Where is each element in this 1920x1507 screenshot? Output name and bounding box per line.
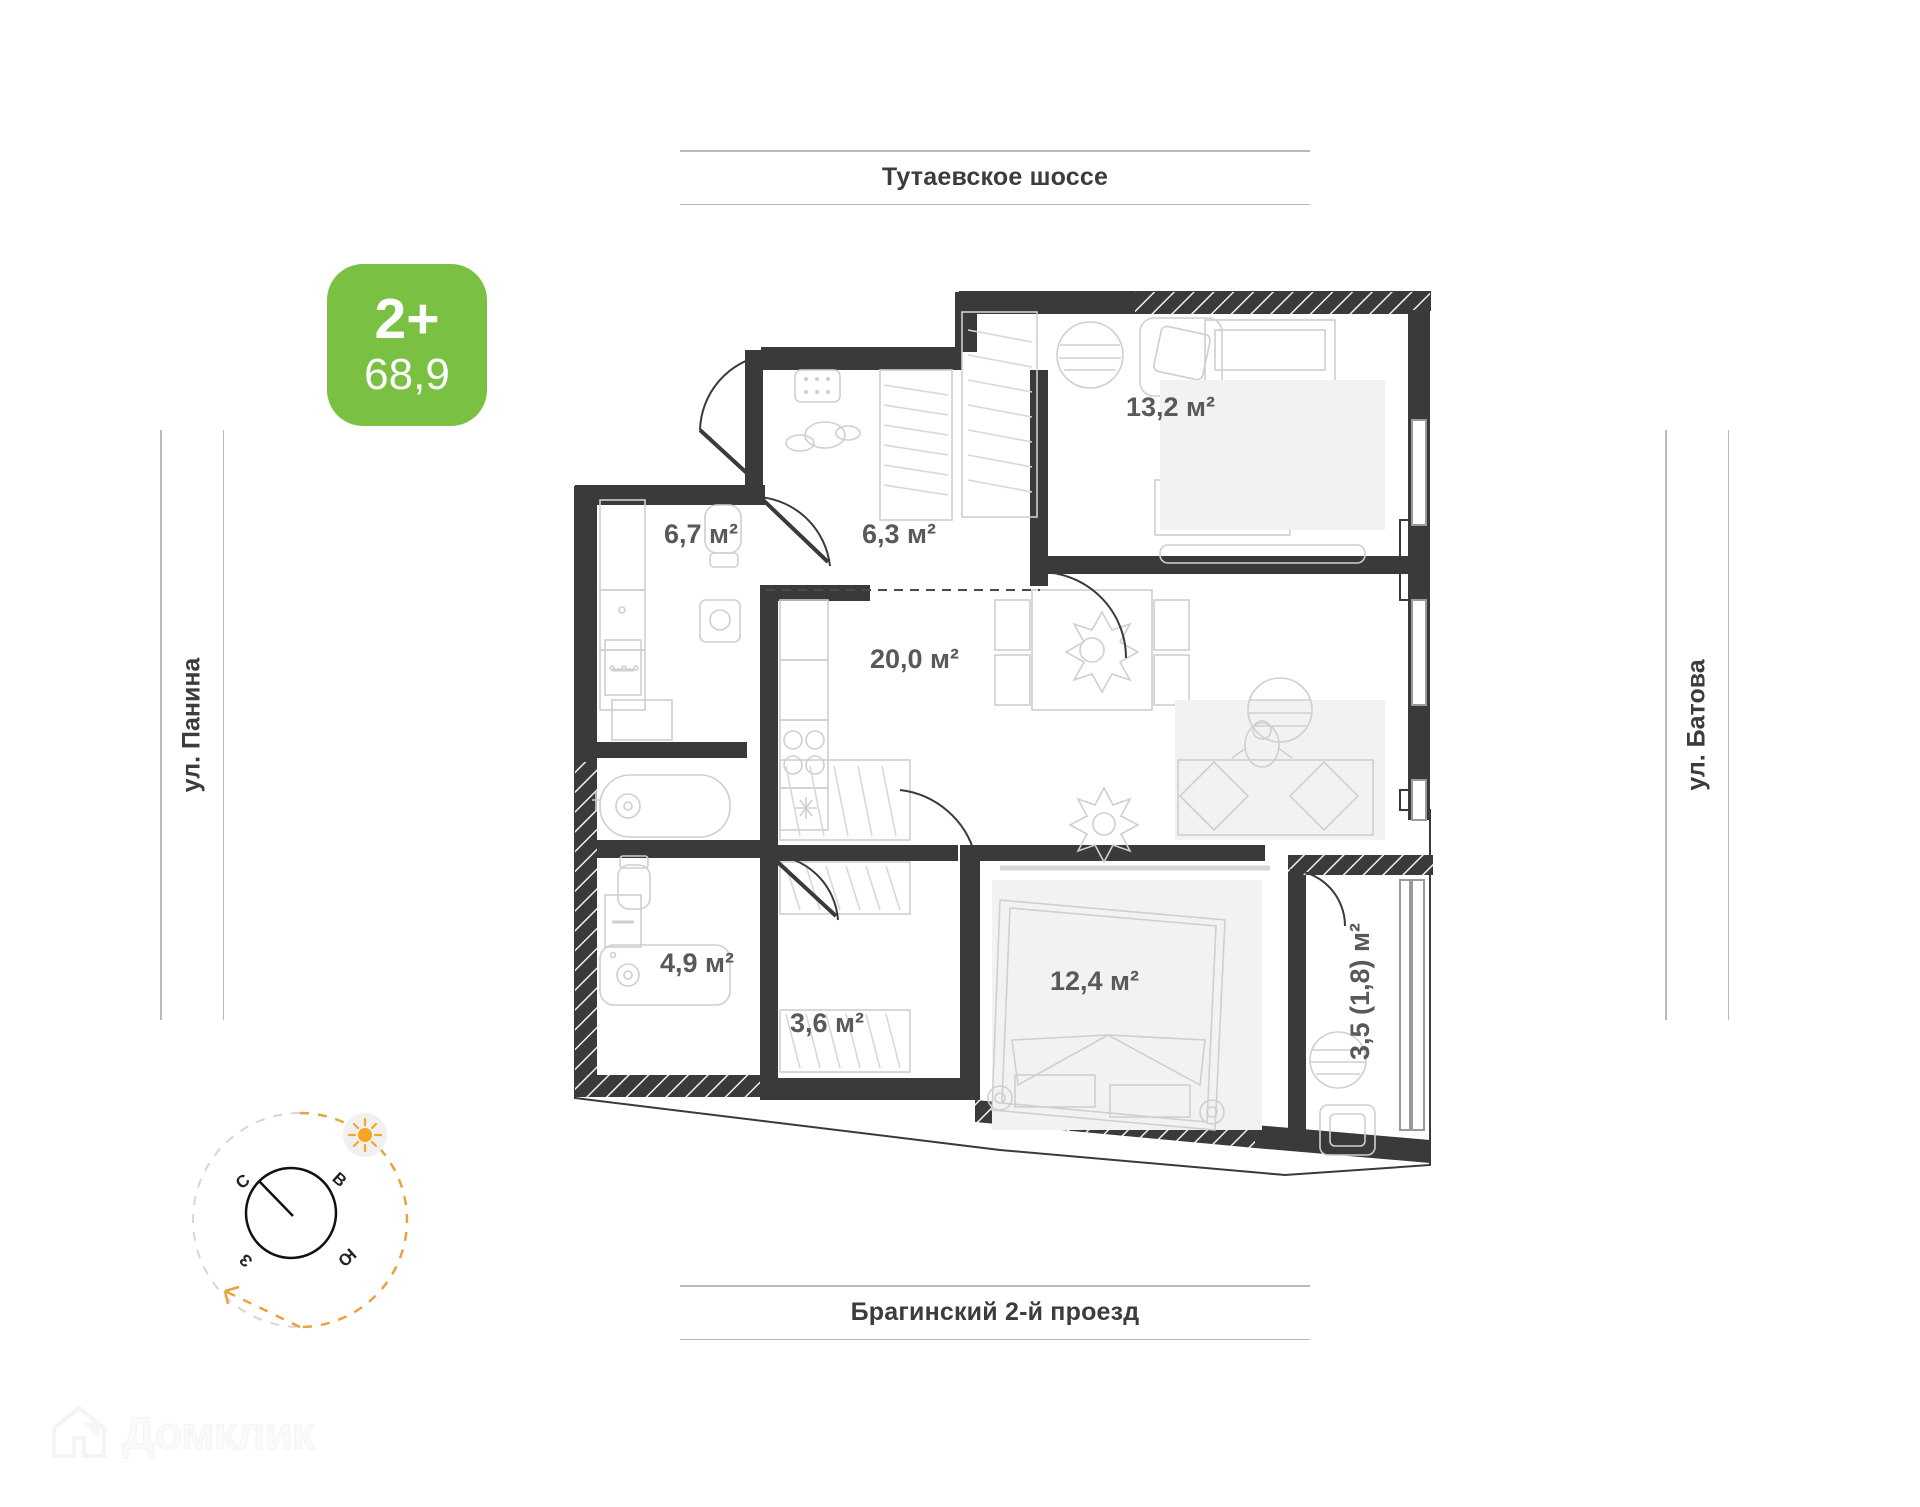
domclick-watermark: Домклик — [48, 1398, 418, 1468]
street-label-bottom: Брагинский 2-й проезд — [680, 1285, 1310, 1340]
vanity-left — [604, 639, 642, 948]
plan-doors — [698, 354, 1346, 927]
bathtub — [592, 774, 731, 838]
sofa-and-table — [1177, 677, 1374, 836]
compass-needle — [258, 1180, 294, 1217]
compass-arrow-head — [223, 1285, 240, 1305]
wardrobe-left-room — [599, 499, 673, 741]
shower-lower — [599, 944, 731, 1006]
street-rule-right-2 — [1727, 430, 1729, 1020]
street-name-top: Тутаевское шоссе — [881, 162, 1109, 191]
plan-windows — [1399, 419, 1427, 1131]
balcony-furniture — [1309, 1031, 1376, 1156]
badge-room-count: 2+ — [374, 286, 440, 351]
toilet-lower — [617, 855, 651, 910]
street-rule-right — [1665, 430, 1667, 1020]
street-rule-left — [160, 430, 162, 1020]
entry-decor — [785, 421, 861, 452]
wardrobe-entry — [879, 311, 1038, 521]
street-rule-top — [680, 150, 1310, 152]
room-label-bedroom-bottom: 12,4 м² — [1050, 966, 1140, 996]
domclick-watermark-text: Домклик — [122, 1407, 316, 1460]
flower-centerpiece — [1064, 610, 1140, 694]
wardrobe-corridor — [779, 759, 911, 1073]
room-label-hall-wardrobe: 6,7 м² — [664, 519, 738, 549]
toilet-upper — [704, 504, 742, 568]
room-label-bedroom-top: 13,2 м² — [1126, 392, 1216, 422]
dining-set — [994, 589, 1190, 711]
compass-track-sun — [299, 1111, 409, 1329]
badge-total-area: 68,9 — [364, 349, 450, 399]
street-label-right: ул. Батова — [1665, 430, 1729, 1020]
plant-living — [1068, 786, 1140, 864]
street-name-bottom: Брагинский 2-й проезд — [850, 1297, 1140, 1326]
street-rule-bottom-2 — [680, 1338, 1310, 1340]
apartment-type-badge: 2+ 68,9 — [327, 264, 487, 426]
sink-upper — [699, 599, 741, 643]
street-label-left: ул. Панина — [160, 430, 224, 1020]
kitchen-units — [779, 599, 829, 831]
room-label-entry-hall: 6,3 м² — [862, 519, 936, 549]
bedroom-bottom-furniture — [987, 899, 1226, 1131]
room-label-corridor: 3,6 м² — [790, 1008, 864, 1038]
street-label-top: Тутаевское шоссе — [680, 150, 1310, 205]
sun-icon — [347, 1117, 383, 1153]
street-rule-top-2 — [680, 203, 1310, 205]
compass-rose: С В Ю З — [175, 1095, 425, 1345]
street-rule-bottom — [680, 1285, 1310, 1287]
plan-furniture — [592, 311, 1385, 1156]
room-label-balcony: 3,5 (1,8) м² — [1345, 922, 1375, 1060]
room-label-bathroom: 4,9 м² — [660, 948, 734, 978]
compass-track-gray — [192, 1112, 301, 1328]
room-label-living-kitchen: 20,0 м² — [870, 644, 960, 674]
street-rule-left-2 — [222, 430, 224, 1020]
domclick-house-logo — [52, 1405, 106, 1458]
